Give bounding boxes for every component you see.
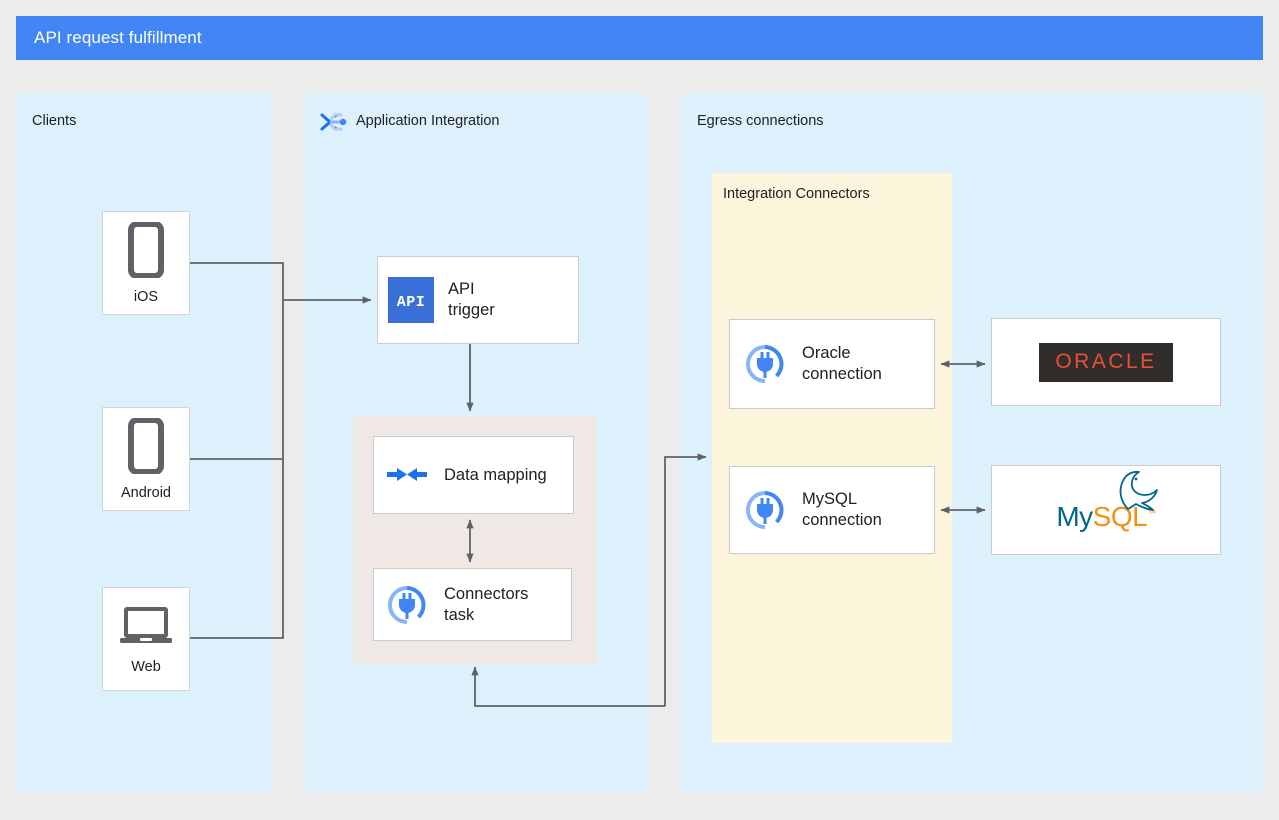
client-device-label: Web [131,658,161,675]
laptop-icon [118,604,174,653]
mysql-trademark: ™ [1147,508,1156,518]
node-label: API trigger [448,280,495,319]
oracle-wordmark: ORACLE [1055,349,1157,373]
node-label: Data mapping [444,465,547,484]
connector-plug-icon [742,344,788,384]
connector-plug-icon [742,490,788,530]
diagram-title-bar: API request fulfillment [16,16,1263,60]
node-oracle-connection[interactable]: Oracle connection [729,319,935,409]
node-data-mapping[interactable]: Data mapping [373,436,574,514]
api-trigger-icon: API [388,277,434,323]
client-device-android[interactable]: Android [102,407,190,511]
client-device-web[interactable]: Web [102,587,190,691]
panel-application-integration-label: Application Integration [356,113,500,129]
data-mapping-icon [384,461,430,489]
node-label: Connectors task [444,584,529,624]
node-label: Oracle connection [802,344,882,383]
svg-text:API: API [397,294,426,311]
node-connectors-task[interactable]: Connectors task [373,568,572,641]
panel-egress-label: Egress connections [697,113,824,129]
page-title: API request fulfillment [34,28,202,47]
mysql-logo: MySQL™ [1056,470,1158,533]
client-device-ios[interactable]: iOS [102,211,190,315]
node-label: MySQL connection [802,490,882,529]
smartphone-icon [126,416,166,479]
mysql-wordmark-my: My [1056,501,1093,532]
smartphone-icon [126,220,166,283]
connector-plug-icon [384,585,430,625]
client-device-label: iOS [133,288,159,305]
node-mysql-connection[interactable]: MySQL connection [729,466,935,554]
application-integration-icon [318,107,348,137]
panel-integration-connectors [712,173,952,743]
client-device-label: Android [121,484,171,501]
node-api-trigger[interactable]: API API trigger [377,256,579,344]
panel-clients-label: Clients [32,113,77,129]
system-oracle: ORACLE [991,318,1221,406]
dolphin-icon [1098,469,1160,520]
panel-integration-connectors-label: Integration Connectors [723,186,870,202]
system-mysql: MySQL™ [991,465,1221,555]
oracle-logo: ORACLE [1039,342,1173,382]
